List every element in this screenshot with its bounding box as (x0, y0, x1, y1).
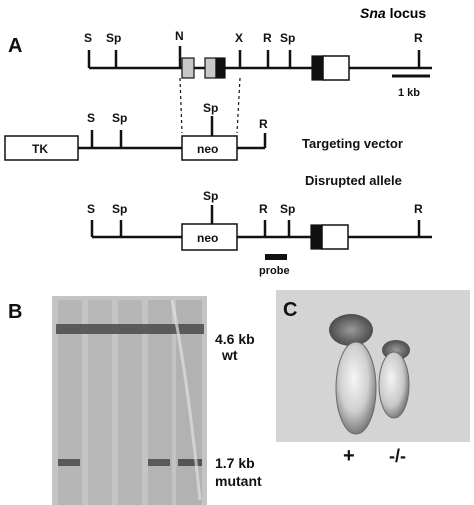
targeting-vector: TK neo S Sp Sp R Targeting vector (4, 101, 403, 161)
panel-b-label: B (8, 301, 22, 323)
locus-site-label: S (84, 31, 92, 45)
locus-map: S Sp N X R Sp R 1 kb (84, 29, 432, 99)
allele-exon-3-coding (310, 224, 323, 250)
panel-a: A Sna locus S Sp N X R Sp R (4, 5, 432, 277)
allele-site-label: Sp (203, 189, 218, 203)
locus-title-gene: Sna (360, 5, 386, 21)
tk-box (4, 135, 79, 161)
genotype-left: + (343, 445, 355, 467)
panel-b: B 4.6 kb wt 1.7 kb mutant (8, 296, 262, 505)
exon-2b (215, 57, 226, 79)
locus-site-label: R (414, 31, 423, 45)
vector-site-label: S (87, 111, 95, 125)
probe-bar (265, 254, 287, 260)
exon-1 (181, 57, 195, 79)
blot-lane (148, 300, 172, 505)
panel-a-label: A (8, 35, 22, 57)
blot-artifact (170, 299, 202, 501)
allele-site-label: R (414, 202, 423, 216)
allele-exon-3-utr (321, 224, 349, 250)
scale-bar-label: 1 kb (398, 87, 420, 99)
locus-site-label: N (175, 29, 184, 43)
neo-box-label: neo (197, 142, 218, 156)
embryo-wt (335, 341, 377, 435)
allele-site-label: Sp (280, 202, 295, 216)
exon-3-utr (322, 55, 350, 81)
targeting-vector-title: Targeting vector (302, 136, 403, 151)
allele-site-label: Sp (112, 202, 127, 216)
allele-neo-box (181, 223, 238, 251)
band-upper-size: 4.6 kb (215, 331, 255, 347)
tk-box-label: TK (32, 142, 48, 156)
genotype-right: -/- (389, 446, 406, 466)
band-mutant (178, 459, 202, 466)
locus-title: Sna locus (360, 5, 426, 21)
allele-site-label: S (87, 202, 95, 216)
band-upper-type: wt (221, 347, 238, 363)
vector-site-label: Sp (112, 111, 127, 125)
locus-site-label: Sp (106, 31, 121, 45)
panel-c: C + -/- (276, 290, 470, 467)
homology-line-left (179, 77, 183, 134)
disrupted-allele: neo S Sp Sp R Sp R probe (87, 189, 432, 277)
locus-site-label: X (235, 31, 243, 45)
homology-line-right (236, 77, 241, 134)
locus-title-rest: locus (386, 5, 427, 21)
locus-site-label: R (263, 31, 272, 45)
probe-label: probe (259, 265, 290, 277)
band-lower-size: 1.7 kb (215, 455, 255, 471)
band-wt (56, 324, 204, 334)
neo-box (181, 135, 238, 161)
embryo-mutant (378, 351, 410, 419)
band-mutant (58, 459, 80, 466)
disrupted-allele-title: Disrupted allele (305, 173, 402, 188)
exon-2a (204, 57, 217, 79)
blot-lane (58, 300, 82, 505)
panel-c-label: C (283, 299, 297, 321)
band-lower-type: mutant (215, 473, 262, 489)
blot-lane (118, 300, 142, 505)
band-mutant (148, 459, 170, 466)
allele-site-label: R (259, 202, 268, 216)
embryo-wt-ectoplacental (329, 314, 373, 346)
allele-neo-label: neo (197, 231, 218, 245)
locus-site-label: Sp (280, 31, 295, 45)
vector-site-label: R (259, 117, 268, 131)
blot-lane (88, 300, 112, 505)
exon-3-coding (311, 55, 324, 81)
vector-site-label: Sp (203, 101, 218, 115)
